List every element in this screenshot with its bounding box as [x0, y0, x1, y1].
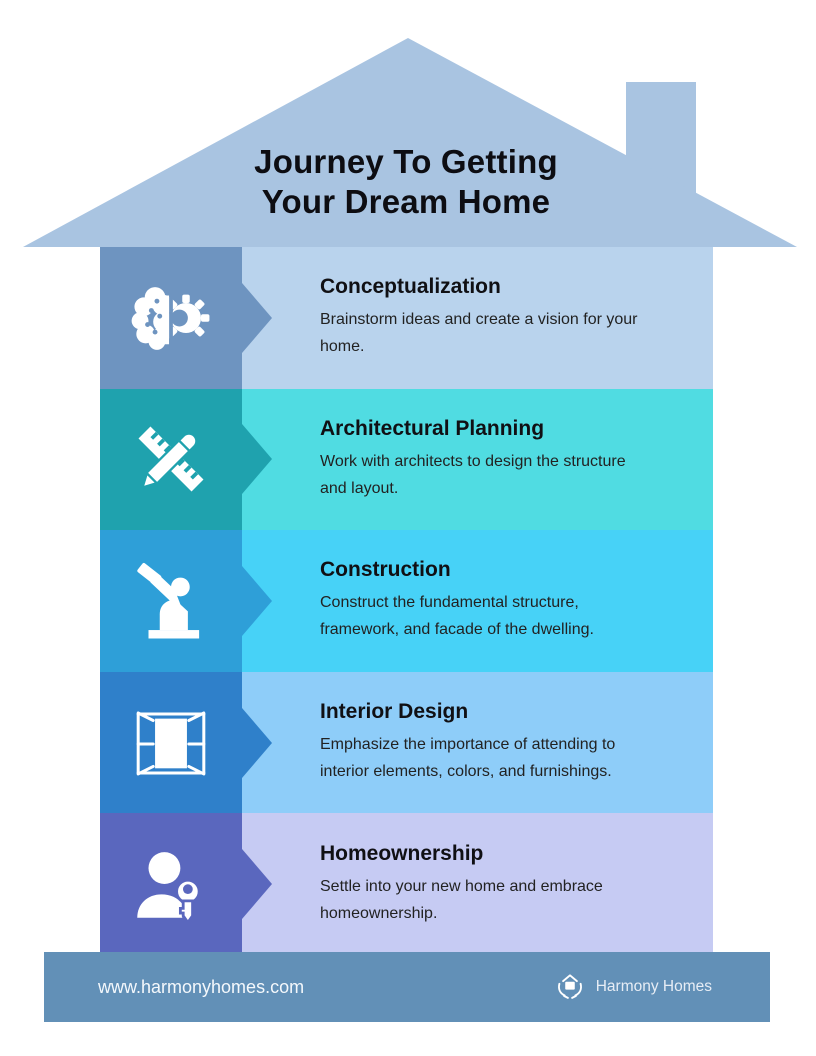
open-window-icon [136, 711, 206, 776]
step-description: Settle into your new home and embrace ho… [320, 877, 603, 922]
step-text: Conceptualization Brainstorm ideas and c… [320, 275, 652, 360]
step-description: Brainstorm ideas and create a vision for… [320, 311, 638, 356]
step-icon-tile [100, 671, 242, 814]
step-description: Construct the fundamental structure, fra… [320, 594, 594, 639]
house-in-hands-icon [557, 974, 582, 999]
step-row-construction: Construction Construct the fundamental s… [100, 530, 713, 672]
step-title: Architectural Planning [320, 416, 545, 440]
step-icon-tile [100, 813, 242, 955]
step-row-homeownership: Homeownership Settle into your new home … [100, 813, 713, 955]
step-title: Construction [320, 558, 451, 582]
step-row-conceptualization: Conceptualization Brainstorm ideas and c… [100, 247, 713, 389]
house-body: Conceptualization Brainstorm ideas and c… [100, 247, 713, 955]
step-text: Homeownership Settle into your new home … [320, 842, 652, 927]
footer-bar: www.harmonyhomes.com Harmony Homes [44, 952, 770, 1022]
step-title: Conceptualization [320, 275, 501, 299]
step-text: Interior Design Emphasize the importance… [320, 700, 652, 785]
step-arrow [242, 565, 272, 636]
page-title-line2: Your Dream Home [261, 183, 551, 220]
brand-lockup: Harmony Homes [553, 970, 712, 1004]
step-arrow [242, 707, 272, 778]
step-icon-tile [100, 388, 242, 531]
step-description: Work with architects to design the struc… [320, 452, 626, 497]
brain-gear-icon [131, 286, 210, 350]
step-text: Construction Construct the fundamental s… [320, 558, 652, 643]
step-text: Architectural Planning Work with archite… [320, 417, 652, 502]
step-title: Interior Design [320, 700, 469, 724]
ruler-pencil-icon [138, 426, 204, 492]
step-arrow [242, 282, 272, 353]
website-url: www.harmonyhomes.com [98, 976, 305, 997]
step-row-interior-design: Interior Design Emphasize the importance… [100, 671, 713, 814]
construction-worker-icon [137, 562, 200, 639]
step-icon-tile [100, 530, 242, 672]
step-description: Emphasize the importance of attending to… [320, 736, 616, 781]
step-row-architectural-planning: Architectural Planning Work with archite… [100, 388, 713, 531]
brand-name: Harmony Homes [595, 978, 712, 995]
step-icon-tile [100, 247, 242, 389]
step-title: Homeownership [320, 841, 484, 865]
person-key-icon [137, 852, 201, 926]
page-title-line1: Journey To Getting [254, 143, 558, 180]
step-arrow [242, 424, 272, 495]
page-title: Journey To Getting Your Dream Home [166, 142, 646, 222]
step-arrow [242, 849, 272, 920]
